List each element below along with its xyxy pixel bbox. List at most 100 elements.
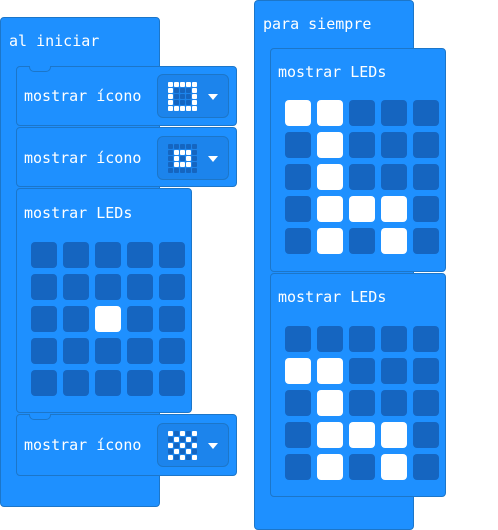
- led-cell[interactable]: [317, 390, 343, 416]
- led-cell[interactable]: [63, 274, 89, 300]
- led-cell[interactable]: [285, 326, 311, 352]
- led-cell[interactable]: [317, 422, 343, 448]
- show-icon-block-3[interactable]: mostrar ícono: [16, 414, 237, 476]
- led-cell[interactable]: [349, 164, 375, 190]
- led-cell[interactable]: [285, 196, 311, 222]
- show-leds-block[interactable]: mostrar LEDs: [16, 188, 192, 413]
- led-cell[interactable]: [413, 358, 439, 384]
- icon-dot: [168, 106, 173, 111]
- led-cell[interactable]: [285, 390, 311, 416]
- icon-dot: [192, 156, 197, 161]
- led-cell[interactable]: [381, 164, 407, 190]
- icon-dot: [168, 144, 173, 149]
- led-cell[interactable]: [285, 454, 311, 480]
- led-cell[interactable]: [31, 274, 57, 300]
- show-icon-block-2[interactable]: mostrar ícono: [16, 127, 237, 187]
- led-cell[interactable]: [317, 454, 343, 480]
- led-cell[interactable]: [63, 242, 89, 268]
- led-cell[interactable]: [381, 100, 407, 126]
- led-cell[interactable]: [63, 306, 89, 332]
- led-cell[interactable]: [413, 422, 439, 448]
- led-cell[interactable]: [413, 100, 439, 126]
- led-cell[interactable]: [349, 358, 375, 384]
- led-cell[interactable]: [349, 228, 375, 254]
- icon-dot: [180, 168, 185, 173]
- led-cell[interactable]: [349, 196, 375, 222]
- led-cell[interactable]: [317, 196, 343, 222]
- led-cell[interactable]: [413, 164, 439, 190]
- icon-dot: [192, 449, 197, 454]
- led-cell[interactable]: [317, 100, 343, 126]
- led-cell[interactable]: [159, 370, 185, 396]
- led-cell[interactable]: [381, 358, 407, 384]
- led-cell[interactable]: [381, 454, 407, 480]
- led-cell[interactable]: [285, 358, 311, 384]
- icon-dropdown-3[interactable]: [157, 423, 229, 467]
- led-cell[interactable]: [413, 196, 439, 222]
- led-cell[interactable]: [381, 390, 407, 416]
- led-cell[interactable]: [413, 132, 439, 158]
- led-cell[interactable]: [285, 164, 311, 190]
- led-grid[interactable]: [285, 100, 439, 254]
- icon-dot: [192, 168, 197, 173]
- show-icon-block-1[interactable]: mostrar ícono: [16, 66, 237, 126]
- led-cell[interactable]: [381, 326, 407, 352]
- icon-dot: [192, 94, 197, 99]
- icon-dot: [168, 82, 173, 87]
- led-cell[interactable]: [317, 228, 343, 254]
- led-cell[interactable]: [95, 338, 121, 364]
- led-cell[interactable]: [31, 242, 57, 268]
- chessboard-icon: [168, 431, 197, 460]
- led-cell[interactable]: [127, 274, 153, 300]
- led-cell[interactable]: [127, 242, 153, 268]
- led-cell[interactable]: [159, 274, 185, 300]
- led-grid[interactable]: [31, 242, 185, 396]
- led-cell[interactable]: [317, 358, 343, 384]
- led-cell[interactable]: [31, 306, 57, 332]
- led-cell[interactable]: [95, 242, 121, 268]
- led-cell[interactable]: [381, 422, 407, 448]
- show-leds-block-1[interactable]: mostrar LEDs: [270, 48, 446, 272]
- led-cell[interactable]: [63, 370, 89, 396]
- led-cell[interactable]: [381, 132, 407, 158]
- led-cell[interactable]: [285, 228, 311, 254]
- led-cell[interactable]: [381, 228, 407, 254]
- led-cell[interactable]: [285, 132, 311, 158]
- led-cell[interactable]: [31, 370, 57, 396]
- led-cell[interactable]: [159, 242, 185, 268]
- led-cell[interactable]: [413, 326, 439, 352]
- led-cell[interactable]: [317, 164, 343, 190]
- led-cell[interactable]: [349, 454, 375, 480]
- led-cell[interactable]: [317, 132, 343, 158]
- led-cell[interactable]: [381, 196, 407, 222]
- icon-dot: [180, 82, 185, 87]
- led-cell[interactable]: [159, 338, 185, 364]
- led-cell[interactable]: [95, 274, 121, 300]
- led-cell[interactable]: [127, 306, 153, 332]
- led-grid[interactable]: [285, 326, 439, 480]
- led-cell[interactable]: [127, 338, 153, 364]
- show-leds-label: mostrar LEDs: [278, 288, 387, 306]
- led-cell[interactable]: [349, 132, 375, 158]
- led-cell[interactable]: [413, 228, 439, 254]
- led-cell[interactable]: [95, 370, 121, 396]
- led-cell[interactable]: [127, 370, 153, 396]
- led-cell[interactable]: [413, 454, 439, 480]
- led-cell[interactable]: [413, 390, 439, 416]
- icon-dot: [192, 443, 197, 448]
- icon-dropdown-2[interactable]: [157, 136, 229, 180]
- led-cell[interactable]: [159, 306, 185, 332]
- led-cell[interactable]: [95, 306, 121, 332]
- led-cell[interactable]: [349, 422, 375, 448]
- icon-dropdown-1[interactable]: [157, 74, 229, 118]
- led-cell[interactable]: [349, 390, 375, 416]
- show-leds-block-2[interactable]: mostrar LEDs: [270, 273, 446, 497]
- led-cell[interactable]: [285, 100, 311, 126]
- led-cell[interactable]: [317, 326, 343, 352]
- led-cell[interactable]: [63, 338, 89, 364]
- led-cell[interactable]: [285, 422, 311, 448]
- led-cell[interactable]: [349, 100, 375, 126]
- led-cell[interactable]: [31, 338, 57, 364]
- icon-dot: [186, 168, 191, 173]
- led-cell[interactable]: [349, 326, 375, 352]
